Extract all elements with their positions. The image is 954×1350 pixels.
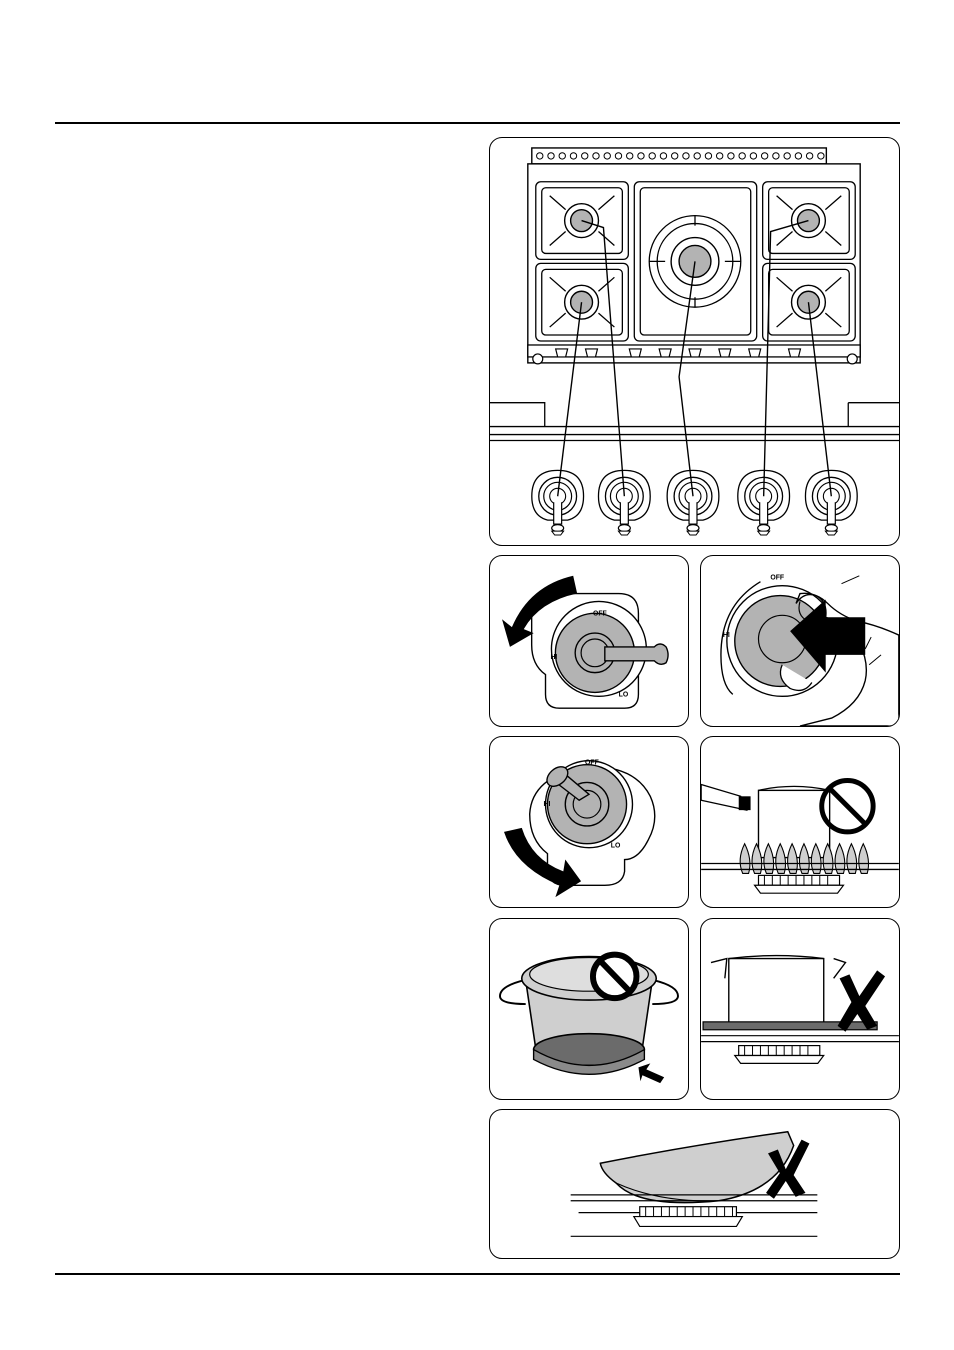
wok-on-burner-figure [489,1109,900,1259]
warped-pot-figure [489,918,689,1100]
header-rule [55,122,900,124]
knob-turn-cw-figure: OFF HI LO [489,736,689,908]
cw-knob-lo-label: LO [611,843,621,850]
prohibited-icon [593,955,637,999]
push-knob-off-label: OFF [770,575,784,582]
knob-hi-label: HI [550,654,557,661]
cw-knob-off-label: OFF [585,760,599,767]
push-knob-hi-label: HI [723,632,730,639]
control-knob [532,470,584,535]
pointer-arrow-icon [638,1063,664,1083]
control-knob [598,470,650,535]
cooktop-diagram [490,138,899,545]
pot-on-plate-figure [700,918,900,1100]
knob-push-figure: OFF HI [700,555,900,727]
flame-too-high-figure [700,736,900,908]
footer-rule [55,1273,900,1275]
knob-off-label: OFF [593,610,607,617]
control-knob [667,470,719,535]
cw-knob-hi-label: HI [544,801,551,808]
cooktop-knob-map-figure [489,137,900,546]
control-knob [805,470,857,535]
knob-lo-label: LO [619,691,629,698]
knob-turn-ccw-figure: OFF HI LO [489,555,689,727]
